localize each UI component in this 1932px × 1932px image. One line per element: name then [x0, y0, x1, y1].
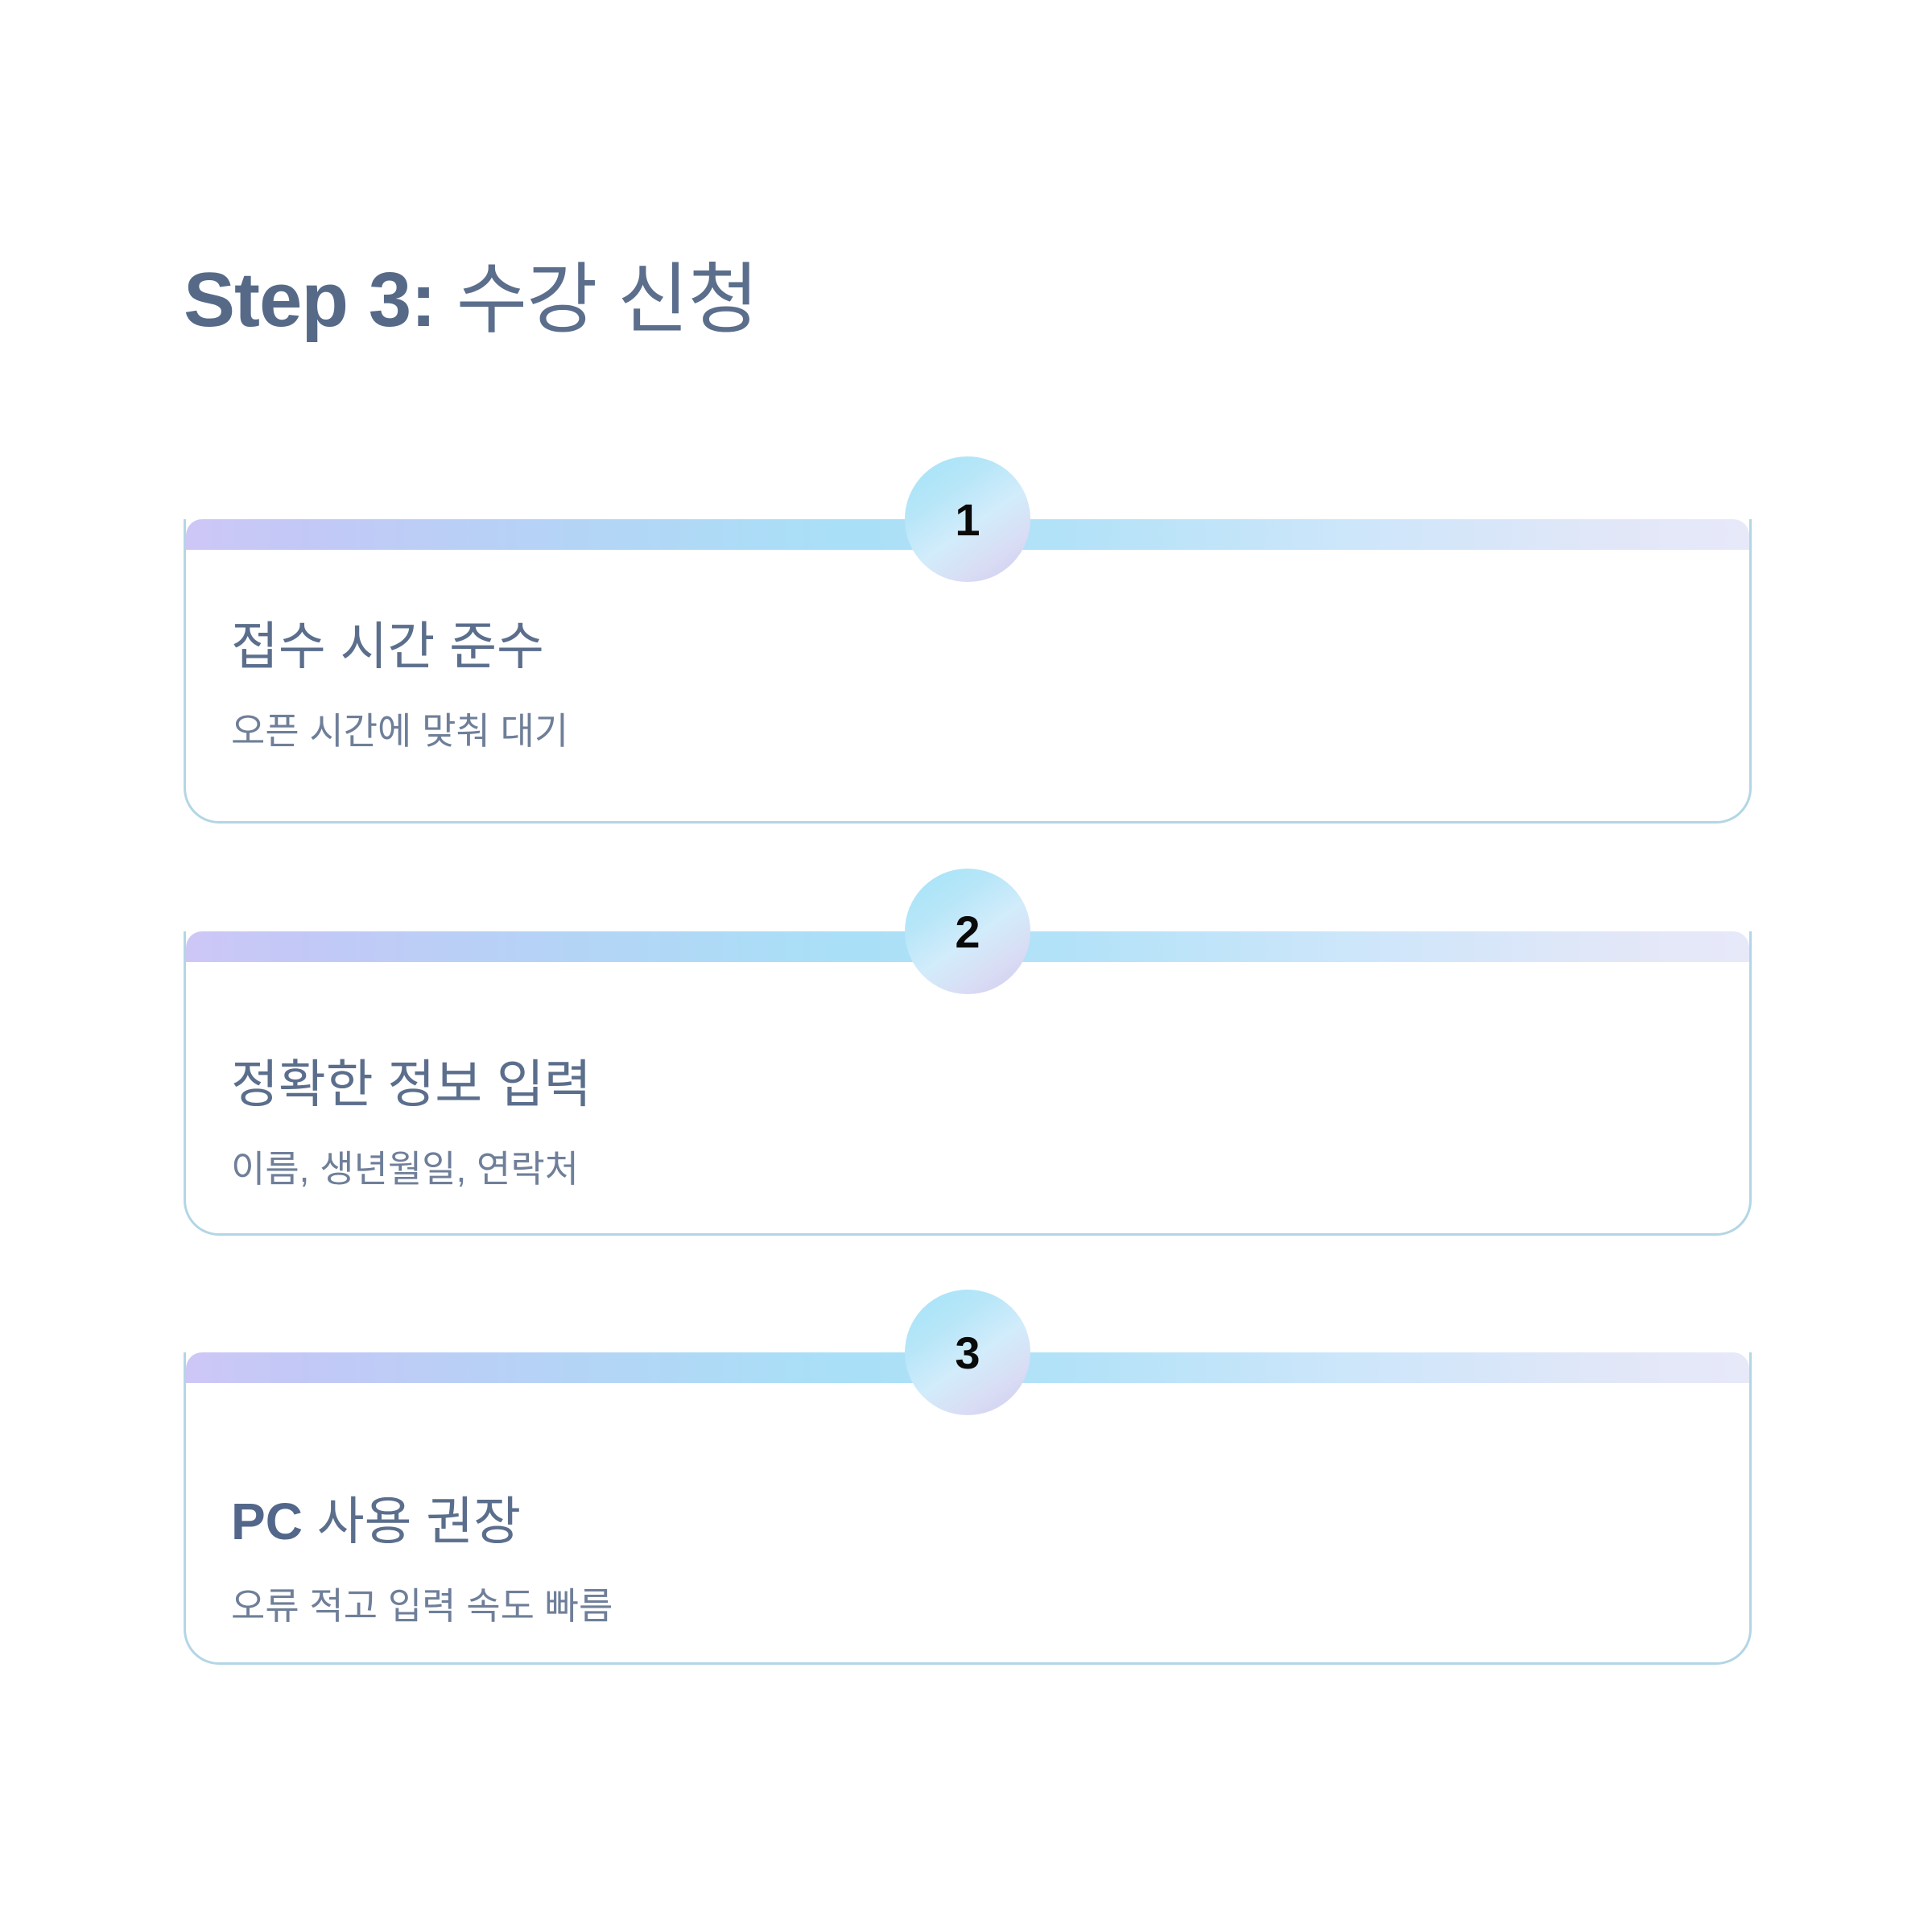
step-subtitle-1: 오픈 시간에 맞춰 대기 [231, 709, 569, 752]
step-subtitle-3: 오류 적고 입력 속도 빠름 [231, 1584, 613, 1627]
step-card-1: 1 접수 시간 준수 오픈 시간에 맞춰 대기 [184, 456, 1752, 824]
page-title-subject: 수강 신청 [456, 257, 759, 343]
step-card-2: 2 정확한 정보 입력 이름, 생년월일, 연락처 [184, 869, 1752, 1236]
step-title-3-bold: PC [231, 1492, 303, 1550]
step-item-1[interactable]: 1 접수 시간 준수 오픈 시간에 맞춰 대기 [184, 456, 1752, 824]
step-subtitle-2: 이름, 생년월일, 연락처 [231, 1147, 580, 1190]
step-number-badge-2[interactable]: 2 [905, 869, 1030, 994]
page-title-step: Step 3 [184, 257, 411, 343]
step-item-3[interactable]: 3 PC 사용 권장 오류 적고 입력 속도 빠름 [184, 1290, 1752, 1665]
step-text-block-1: 접수 시간 준수 오픈 시간에 맞춰 대기 [231, 616, 1704, 754]
page-title-colon: : [411, 257, 456, 343]
step-item-2[interactable]: 2 정확한 정보 입력 이름, 생년월일, 연락처 [184, 869, 1752, 1236]
step-card-3: 3 PC 사용 권장 오류 적고 입력 속도 빠름 [184, 1290, 1752, 1665]
step-title-3-rest: 사용 권장 [302, 1492, 521, 1550]
page-title: Step 3: 수강 신청 [184, 256, 759, 345]
step-title-1: 접수 시간 준수 [231, 617, 544, 675]
step-text-block-2: 정확한 정보 입력 이름, 생년월일, 연락처 [231, 1054, 1704, 1192]
step-text-block-3: PC 사용 권장 오류 적고 입력 속도 빠름 [231, 1491, 1704, 1629]
step-title-2: 정확한 정보 입력 [231, 1055, 592, 1113]
step-title-3: PC 사용 권장 [231, 1491, 1704, 1553]
step-number-badge-3[interactable]: 3 [905, 1290, 1030, 1415]
step-number-badge-1[interactable]: 1 [905, 456, 1030, 582]
